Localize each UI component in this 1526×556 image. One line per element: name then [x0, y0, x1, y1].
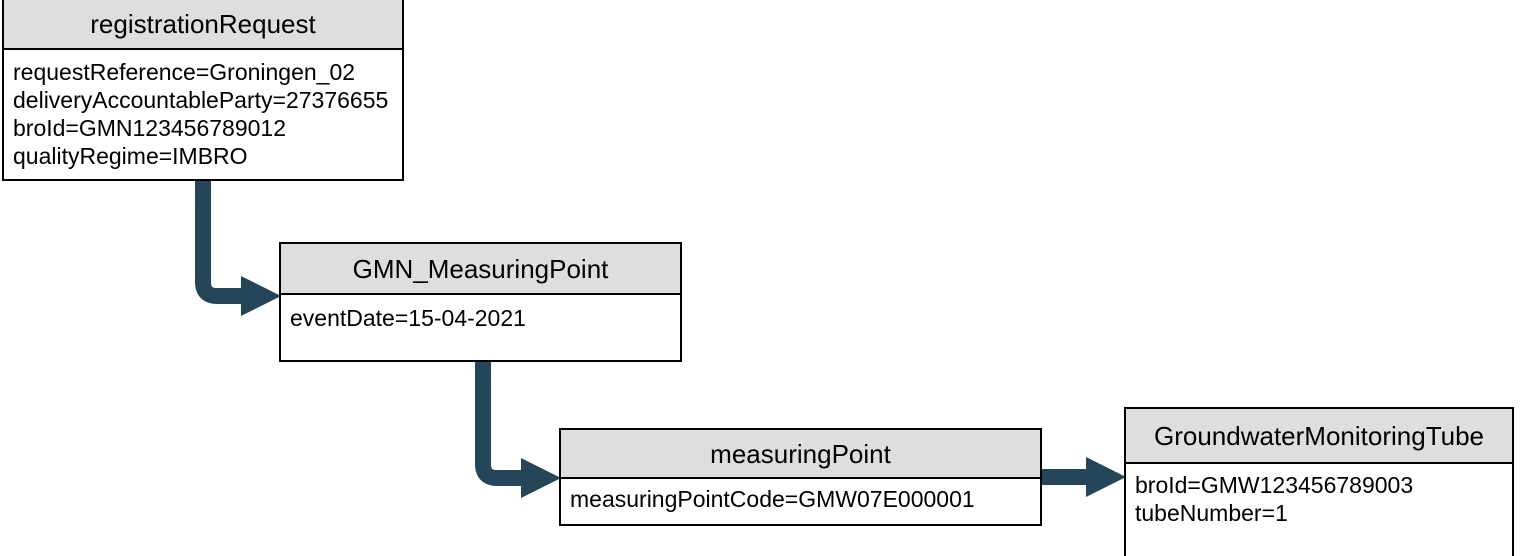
uml-box-body-groundwatermonitoringtube: broId=GMW123456789003 tubeNumber=1 — [1126, 464, 1512, 556]
uml-box-gmn-measuringpoint[interactable]: GMN_MeasuringPoint eventDate=15-04-2021 — [279, 242, 682, 362]
uml-box-body-gmn-measuringpoint: eventDate=15-04-2021 — [281, 295, 680, 360]
uml-attribute: measuringPointCode=GMW07E000001 — [570, 486, 975, 512]
uml-box-body-registration-request: requestReference=Groningen_02 deliveryAc… — [4, 50, 402, 179]
uml-box-title-registration-request: registrationRequest — [4, 0, 402, 50]
uml-box-measuringpoint[interactable]: measuringPoint measuringPointCode=GMW07E… — [559, 428, 1042, 526]
connector-registrationrequest-to-gmn-measuringpoint — [195, 180, 281, 316]
uml-box-groundwatermonitoringtube[interactable]: GroundwaterMonitoringTube broId=GMW12345… — [1124, 407, 1514, 556]
uml-attribute: tubeNumber=1 — [1135, 500, 1288, 526]
uml-box-title-measuringpoint: measuringPoint — [561, 430, 1040, 479]
uml-attribute: broId=GMW123456789003 — [1135, 472, 1414, 498]
uml-attribute: broId=GMN123456789012 — [13, 115, 287, 141]
uml-attribute: qualityRegime=IMBRO — [13, 143, 248, 169]
connector-gmn-measuringpoint-to-measuringpoint — [475, 361, 561, 498]
uml-attribute: requestReference=Groningen_02 — [13, 59, 356, 85]
uml-attribute: eventDate=15-04-2021 — [290, 305, 526, 331]
uml-box-registration-request[interactable]: registrationRequest requestReference=Gro… — [2, 0, 404, 181]
uml-box-body-measuringpoint: measuringPointCode=GMW07E000001 — [561, 479, 1040, 524]
uml-attribute: deliveryAccountableParty=27376655 — [13, 87, 389, 113]
connector-measuringpoint-to-groundwatermonitoringtube — [1042, 457, 1126, 497]
uml-box-title-groundwatermonitoringtube: GroundwaterMonitoringTube — [1126, 409, 1512, 464]
uml-box-title-gmn-measuringpoint: GMN_MeasuringPoint — [281, 244, 680, 295]
